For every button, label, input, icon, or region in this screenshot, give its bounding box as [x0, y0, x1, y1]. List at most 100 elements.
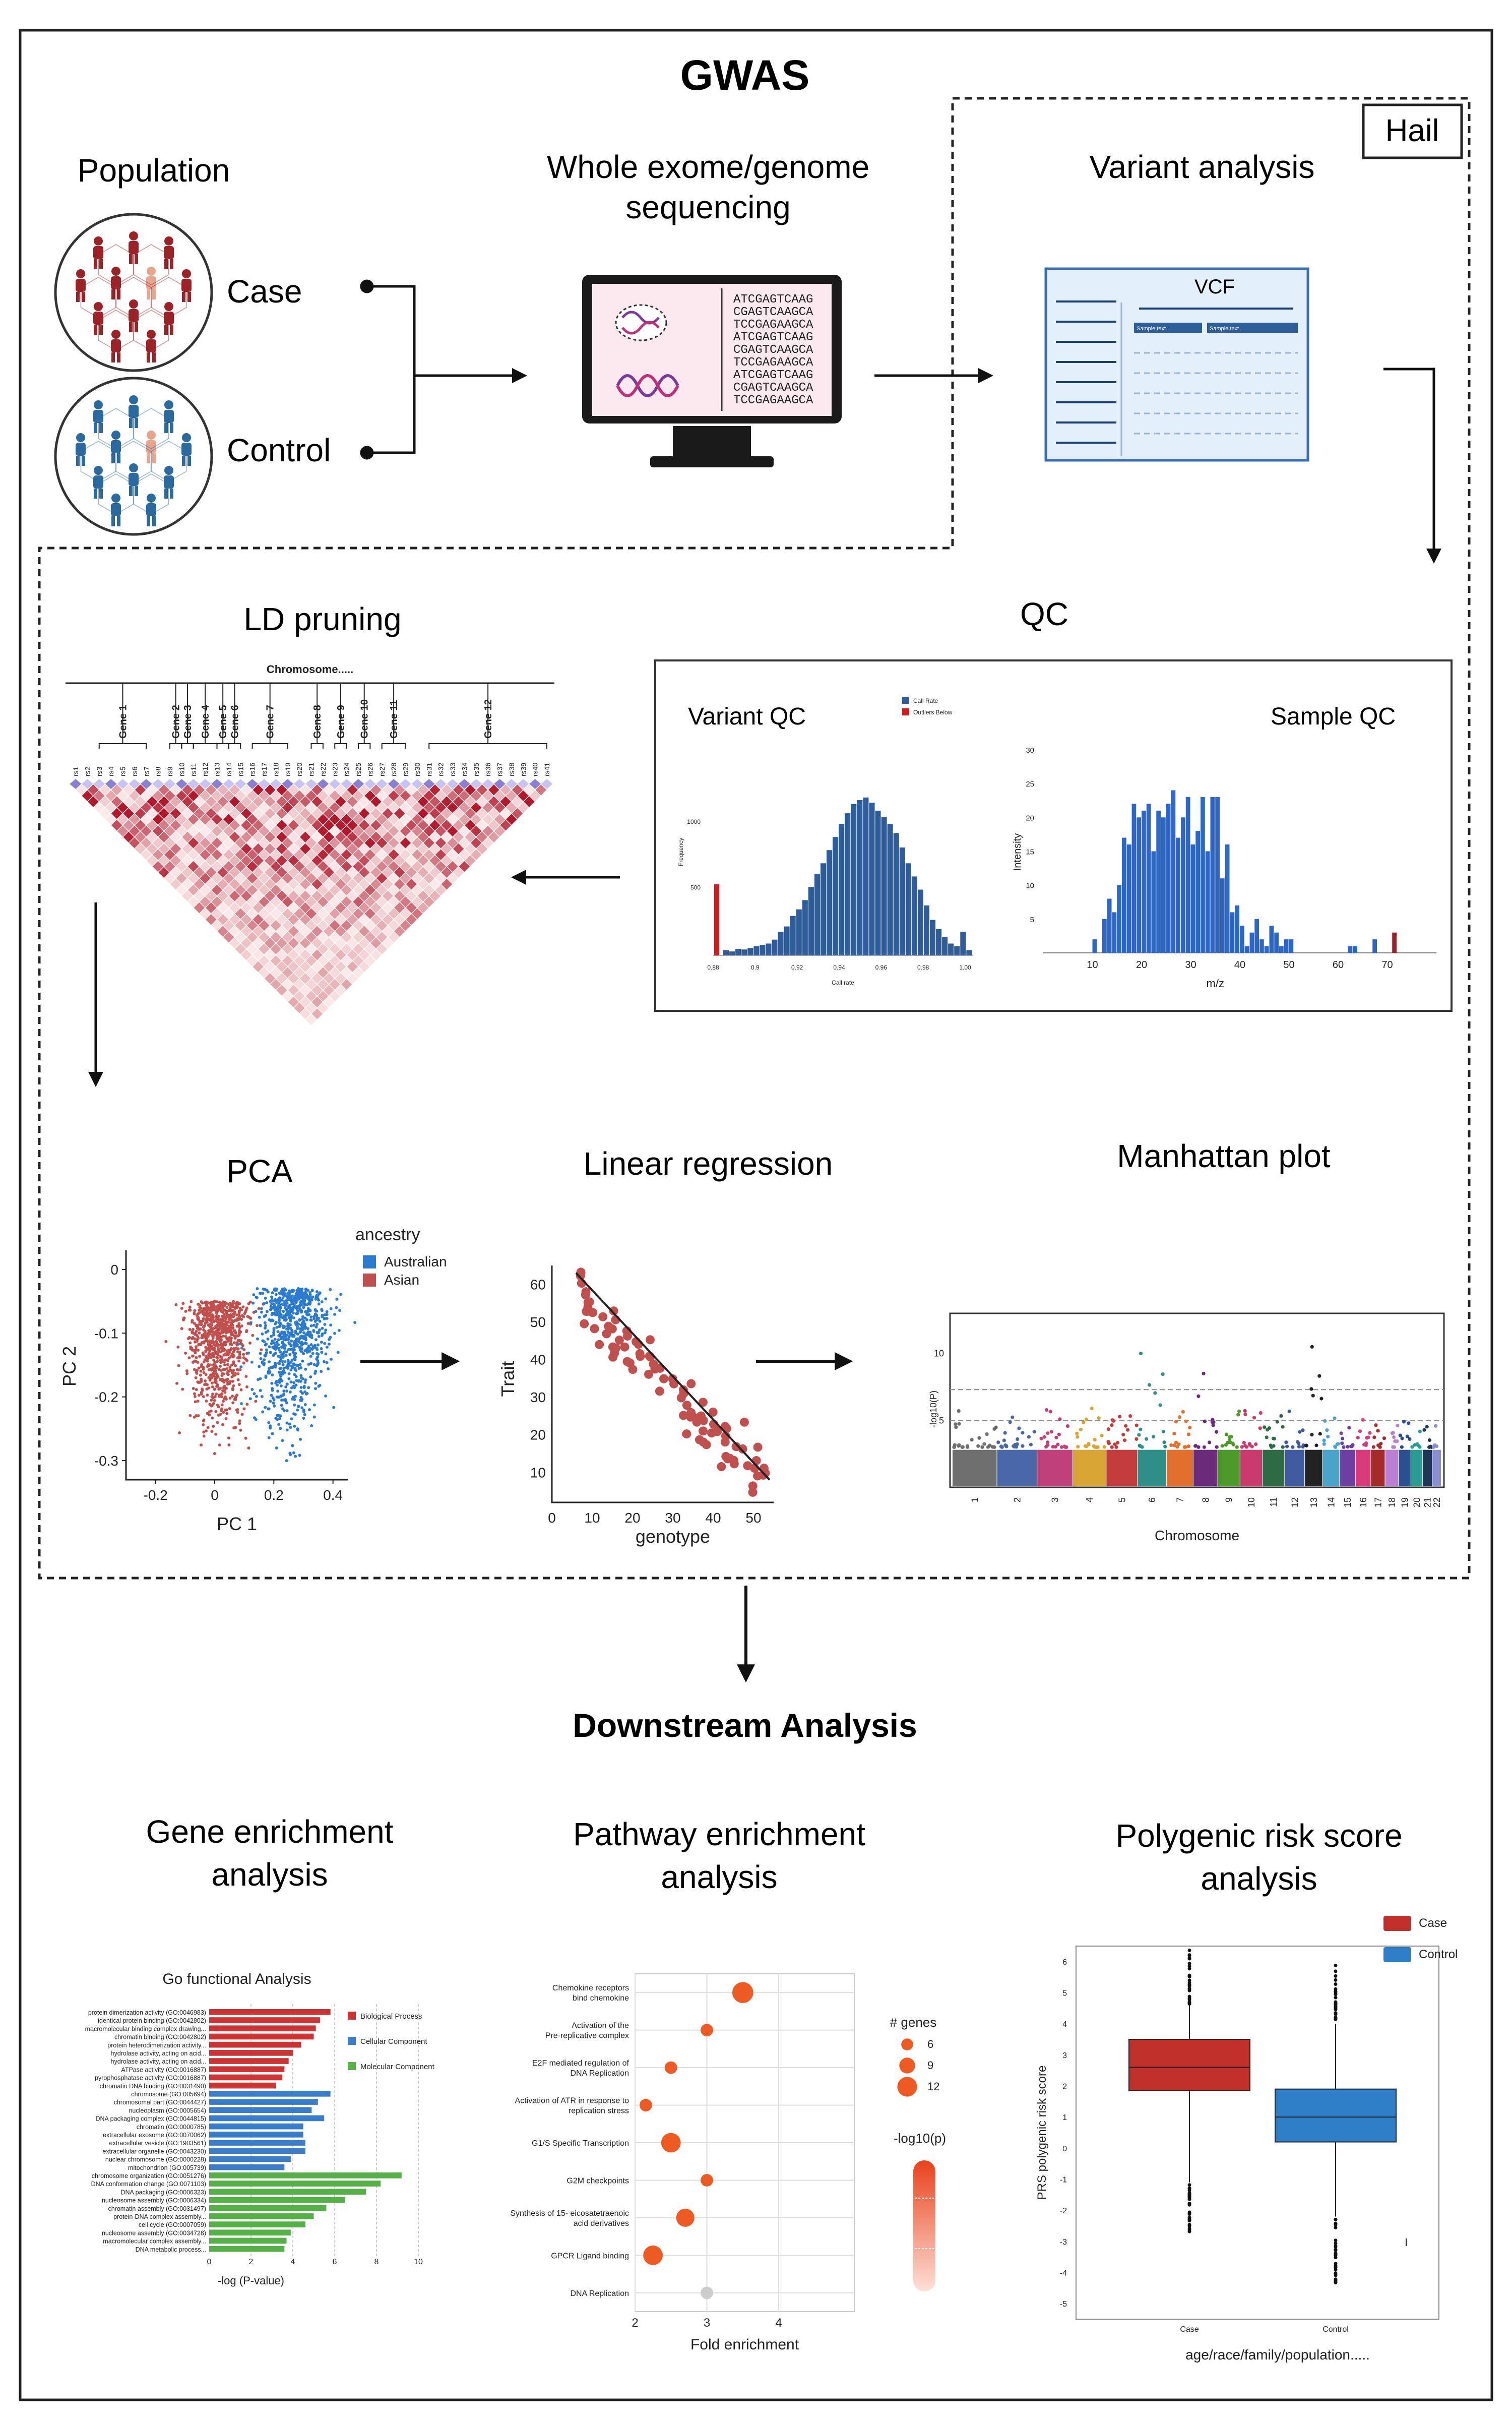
prs-outlier [1334, 2280, 1338, 2284]
vqc-bar [753, 946, 760, 955]
sequencing-monitor-icon [582, 275, 842, 467]
person-leg [99, 259, 103, 269]
pca-point-australian [276, 1414, 279, 1417]
regression-y-tick: 30 [530, 1389, 546, 1405]
regression-y-tick: 10 [530, 1465, 546, 1480]
pca-x-tick: 0.4 [323, 1487, 343, 1503]
pca-point-asian [204, 1338, 208, 1342]
pca-point-asian [223, 1363, 226, 1367]
manhattan-point [1125, 1428, 1130, 1432]
go-term-label: mitochondrion (GO:005739) [128, 2164, 206, 2171]
go-term-label: nuclear chromosome (GO:0000228) [105, 2156, 206, 2163]
regression-point [668, 1374, 677, 1383]
pca-point-australian [278, 1370, 281, 1374]
regression-point [717, 1462, 726, 1472]
manhattan-point [1242, 1440, 1246, 1445]
manhattan-point [1341, 1436, 1345, 1440]
regression-point [608, 1342, 617, 1352]
pca-point-asian [199, 1369, 203, 1373]
ld-snp-label: rs29 [402, 763, 410, 776]
person-leg [117, 453, 120, 463]
pca-point-asian [223, 1304, 226, 1307]
pca-point-asian [196, 1349, 200, 1352]
go-bar [209, 2246, 285, 2252]
manhattan-point [1358, 1429, 1362, 1433]
go-bar [209, 2148, 305, 2154]
pca-point-asian [204, 1308, 207, 1311]
ld-snp-label: rs17 [260, 763, 268, 776]
manhattan-point [1093, 1437, 1097, 1442]
variant-qc-title: Variant QC [688, 703, 806, 730]
regression-point [580, 1319, 589, 1328]
pca-point-asian [240, 1324, 243, 1328]
pca-point-australian [339, 1293, 343, 1296]
regression-point [585, 1297, 594, 1307]
pca-point-asian [223, 1348, 226, 1352]
pca-point-australian [292, 1381, 296, 1384]
manhattan-point [1346, 1445, 1350, 1449]
go-bar [209, 2033, 314, 2040]
go-term-label: chromosome organization (GO:0051276) [92, 2172, 206, 2180]
pca-point-asian [178, 1431, 181, 1435]
pca-point-asian [234, 1396, 237, 1399]
pca-point-australian [280, 1330, 284, 1334]
regression-point [729, 1456, 738, 1465]
dna-sequence-line: CGAGTCAAGCA [733, 381, 813, 395]
pca-point-australian [271, 1373, 274, 1377]
pca-point-australian [281, 1363, 285, 1366]
sqc-bar [1092, 939, 1097, 953]
pca-point-asian [223, 1388, 227, 1392]
person-leg [187, 456, 191, 466]
pca-point-asian [222, 1411, 225, 1414]
pca-point-australian [308, 1301, 312, 1305]
pca-point-australian [266, 1337, 270, 1341]
pca-point-asian [210, 1395, 214, 1399]
pca-point-australian [329, 1323, 333, 1327]
manhattan-point [1087, 1441, 1091, 1446]
pca-point-australian [300, 1296, 303, 1300]
regression-point [731, 1442, 741, 1451]
sqc-bar [1289, 939, 1294, 953]
go-bar [209, 2009, 331, 2015]
pca-point-asian [245, 1403, 249, 1406]
pca-point-australian [261, 1332, 264, 1336]
pca-point-asian [242, 1348, 246, 1351]
pca-point-asian [238, 1315, 241, 1318]
pathway-x-tick: 2 [632, 2316, 638, 2330]
pca-point-asian [216, 1356, 219, 1360]
vqc-bar [729, 951, 735, 955]
pca-point-asian [201, 1309, 205, 1312]
control-label: Control [227, 432, 331, 468]
sqc-bar [1353, 946, 1357, 953]
pathway-size-legend-title: # genes [890, 2015, 937, 2030]
vqc-bar [875, 810, 881, 955]
pca-point-asian [234, 1426, 237, 1429]
prs-outlier [1187, 2197, 1191, 2201]
pca-point-asian [164, 1340, 168, 1343]
pca-point-asian [204, 1300, 208, 1304]
sqc-bar [1181, 817, 1185, 953]
pca-point-australian [307, 1408, 311, 1412]
pca-point-australian [275, 1325, 279, 1329]
go-legend-swatch [348, 2012, 356, 2020]
pca-point-asian [233, 1398, 236, 1401]
manhattan-point [1174, 1420, 1178, 1424]
manhattan-point [1090, 1406, 1094, 1411]
pca-point-australian [284, 1398, 287, 1401]
manhattan-point [1102, 1445, 1106, 1449]
prs-outlier [1187, 2202, 1191, 2206]
manhattan-point [996, 1440, 1000, 1444]
manhattan-point [1123, 1424, 1128, 1428]
vqc-bar [954, 946, 960, 955]
pca-point-asian [236, 1378, 240, 1381]
pca-point-australian [290, 1330, 293, 1334]
pca-point-australian [270, 1394, 273, 1397]
pathway-label: replication stress [569, 2107, 629, 2115]
pca-point-asian [206, 1357, 209, 1361]
ld-snp-label: rs16 [248, 763, 257, 776]
pca-point-asian [193, 1309, 197, 1312]
manhattan-point [1267, 1426, 1272, 1430]
manhattan-point [1016, 1437, 1020, 1441]
regression-point [679, 1411, 688, 1420]
